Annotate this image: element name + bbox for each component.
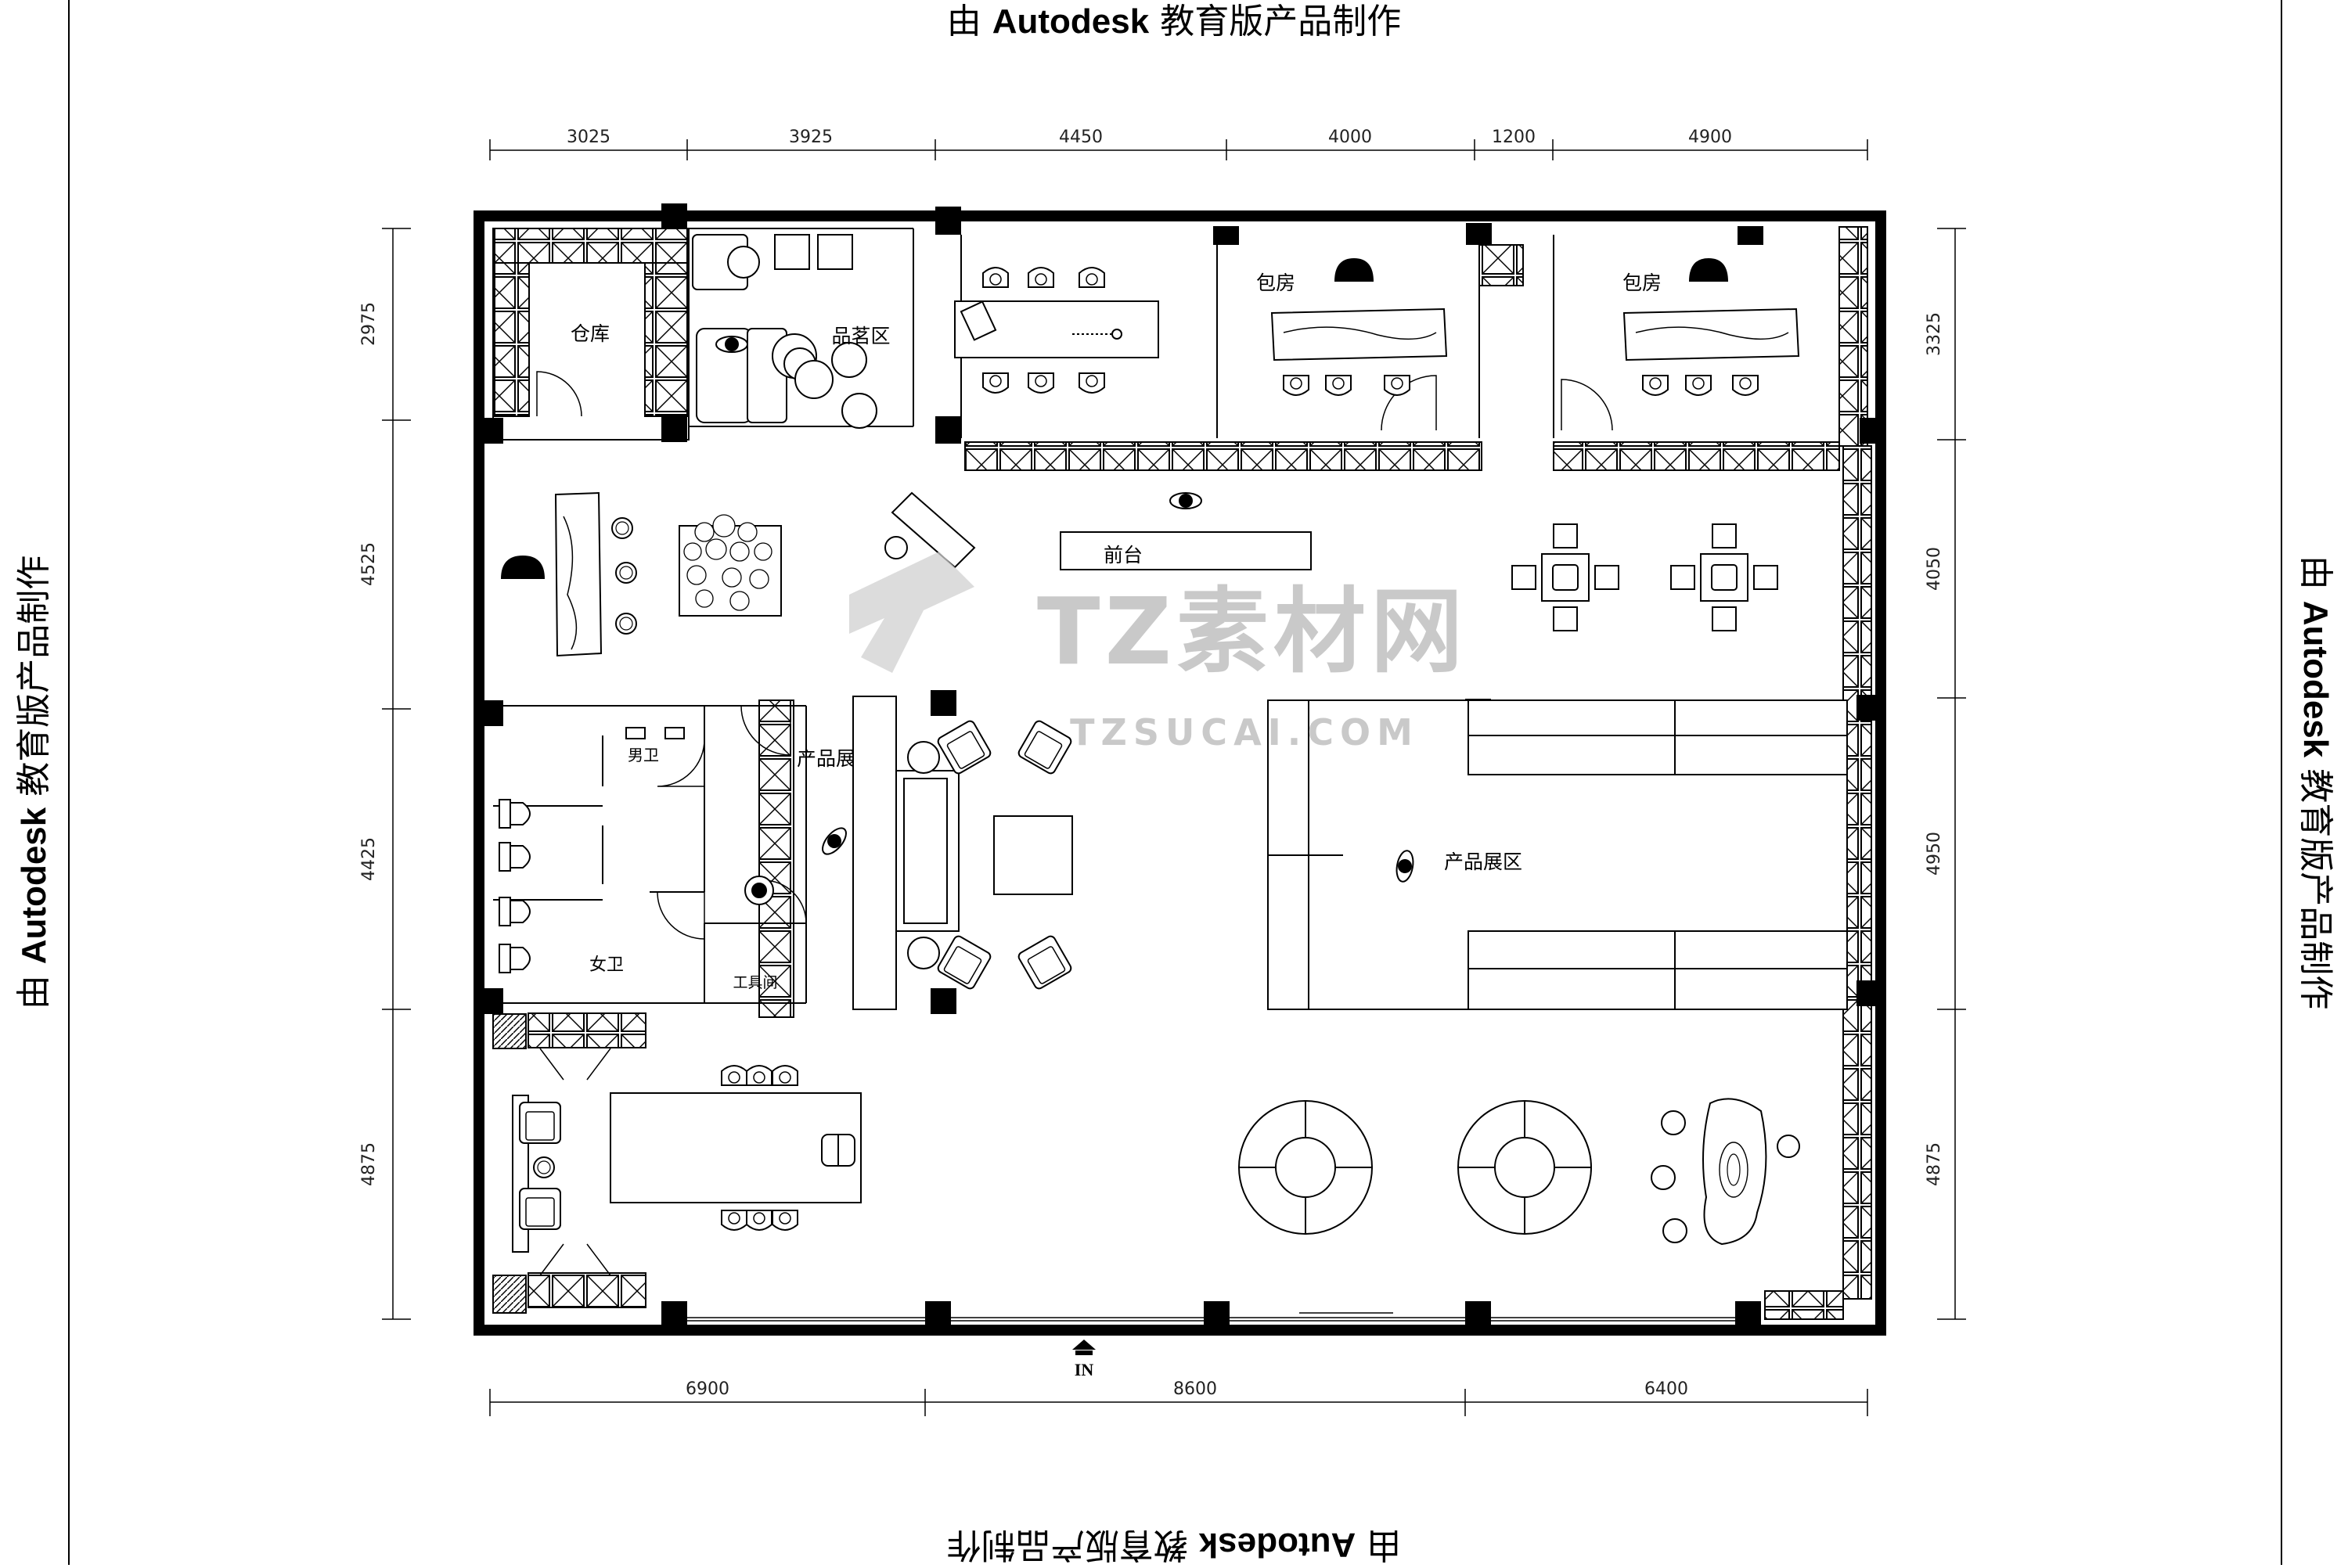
armchair-black-2	[1689, 258, 1728, 282]
reception-wood-table	[884, 491, 976, 569]
label-womens-wc: 女卫	[589, 955, 624, 975]
dim-left-4: 4875	[359, 1142, 379, 1186]
dimension-right	[1937, 228, 1966, 1320]
tea-area-furniture	[692, 234, 877, 429]
dim-right-3: 4950	[1925, 832, 1944, 876]
bar-area	[512, 1092, 862, 1253]
reception-desk	[1060, 531, 1312, 570]
autodesk-stamp-left: 由 Autodesk 教育版产品制作	[14, 556, 54, 1009]
watermark-url: TZSUCAI.COM	[1070, 711, 1419, 753]
partition-private-room-2	[1553, 441, 1840, 471]
round-lounge-1	[1238, 1100, 1373, 1235]
partition-private-rooms	[964, 441, 1482, 471]
svg-text:由 Autodesk 教育版产品制作: 由 Autodesk 教育版产品制作	[947, 1525, 1401, 1565]
label-reception: 前台	[1104, 544, 1143, 566]
wood-table-2	[1622, 307, 1800, 361]
dim-right-4: 4875	[1925, 1142, 1944, 1186]
game-table-1	[1511, 523, 1619, 631]
interior-walls	[492, 228, 1554, 1004]
label-storage: 仓库	[571, 322, 610, 345]
svg-text:由 Autodesk 教育版产品制作: 由 Autodesk 教育版产品制作	[14, 556, 54, 1009]
watermark: TZ素材网 TZSUCAI.COM	[849, 552, 1468, 753]
dim-top-4: 4000	[1328, 128, 1372, 147]
label-private-room-1: 包房	[1256, 272, 1295, 294]
person-reception	[1169, 492, 1202, 509]
label-display-main: 产品展区	[1444, 851, 1522, 873]
shaft	[1478, 244, 1524, 286]
dim-right-1: 3325	[1925, 312, 1944, 356]
watermark-logo-text: TZ素材网	[1037, 577, 1468, 685]
autodesk-stamp-right: 由 Autodesk 教育版产品制作	[2296, 556, 2335, 1009]
wood-slab-table	[1651, 1098, 1800, 1246]
main-display-platform	[1267, 699, 1848, 1010]
dimension-left	[382, 228, 411, 1320]
game-table-2	[1670, 523, 1778, 631]
meeting-room-furniture	[954, 300, 1159, 358]
wood-table-1	[1270, 307, 1448, 361]
partition-storage-top	[494, 228, 688, 417]
autodesk-stamp-bottom: 由 Autodesk 教育版产品制作	[947, 1525, 1401, 1565]
dim-left-2: 4525	[359, 542, 379, 586]
entrance-label: IN	[1075, 1360, 1094, 1379]
exterior-walls	[474, 210, 1886, 1336]
dimension-bottom	[489, 1389, 1868, 1416]
dim-left-3: 4425	[359, 837, 379, 881]
label-tea-area: 品茗区	[831, 325, 890, 347]
dimension-top	[489, 139, 1868, 160]
armchair-black-1	[1334, 258, 1374, 282]
doors	[536, 371, 1613, 1276]
label-mens-wc: 男卫	[628, 746, 659, 764]
label-private-room-2: 包房	[1622, 272, 1662, 294]
person-tea	[715, 336, 748, 353]
dim-bottom-2: 8600	[1173, 1379, 1217, 1399]
dim-right-2: 4050	[1925, 547, 1944, 591]
partition-right-top	[1838, 226, 1868, 447]
partition-bar-bottom	[528, 1272, 646, 1308]
left-lounge	[554, 491, 782, 657]
svg-text:由 Autodesk 教育版产品制作: 由 Autodesk 教育版产品制作	[2296, 556, 2335, 1009]
label-tool-room: 工具间	[733, 974, 777, 991]
partition-right-bottom	[1764, 1290, 1844, 1320]
dim-top-3: 4450	[1059, 128, 1103, 147]
dim-bottom-1: 6900	[686, 1379, 729, 1399]
round-lounge-2	[1457, 1100, 1592, 1235]
dim-bottom-3: 6400	[1644, 1379, 1688, 1399]
dim-left-1: 2975	[359, 302, 379, 346]
entrance-marker: IN	[1072, 1340, 1096, 1379]
dim-top-5: 1200	[1492, 128, 1536, 147]
dim-top-1: 3025	[567, 128, 610, 147]
display-sofa-set	[852, 696, 1073, 1010]
dim-top-6: 4900	[1688, 128, 1732, 147]
autodesk-stamp-top: 由 Autodesk 教育版产品制作	[947, 2, 1401, 41]
potted-tree	[683, 514, 772, 611]
dim-top-2: 3925	[789, 128, 833, 147]
svg-text:由 Autodesk 教育版产品制作: 由 Autodesk 教育版产品制作	[947, 2, 1401, 41]
partition-bar-top	[528, 1012, 646, 1048]
